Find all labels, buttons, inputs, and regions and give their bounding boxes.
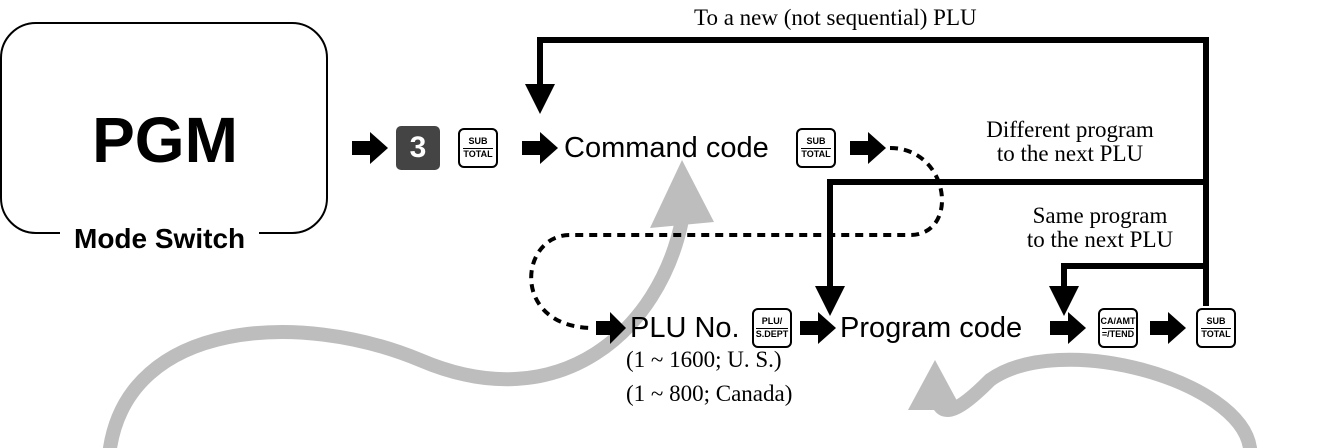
range-us: (1 ~ 1600; U. S.) [626,347,782,372]
loop-lines [525,37,1209,316]
block-arrow-1 [352,132,388,164]
ca-amt-tend-key: CA/AMT =/TEND [1098,308,1138,348]
same-program-line2: to the next PLU [1026,227,1174,252]
keycap-top: SUB [806,136,826,146]
block-arrow-2 [522,132,558,164]
keycap-top: PLU/ [761,316,783,326]
keycap-bottom: TOTAL [801,147,831,159]
keycap-bottom: S.DEPT [755,327,789,339]
plu-sdept-key: PLU/ S.DEPT [752,308,792,348]
mode-switch-label: Mode Switch [60,222,260,256]
different-program-line1: Different program [986,117,1154,142]
same-program-line1: Same program [1032,203,1168,228]
block-arrow-7 [1150,312,1186,344]
block-arrows [352,132,1186,344]
block-arrow-4 [596,312,626,344]
callout-arrowhead-program [908,360,962,410]
block-arrow-3 [850,132,886,164]
loop-same-program [1049,263,1206,316]
callout-arrowhead-command [650,160,714,228]
mode-switch-box [0,22,328,234]
keycap-bottom: TOTAL [463,147,493,159]
keycap-top: SUB [1206,316,1226,326]
same-program-label: Same program to the next PLU [990,204,1210,252]
block-arrow-5 [800,312,836,344]
loop-new-plu [525,37,1209,306]
subtotal-key: SUB TOTAL [458,128,498,168]
different-program-line2: to the next PLU [996,141,1144,166]
range-canada: (1 ~ 800; Canada) [626,381,793,406]
block-arrow-6 [1050,312,1086,344]
subtotal-key-3: SUB TOTAL [1196,308,1236,348]
loop-different-program [815,179,1206,316]
new-plu-loop-label: To a new (not sequential) PLU [694,5,977,30]
different-program-label: Different program to the next PLU [930,118,1210,166]
number-key-3: 3 [396,126,440,170]
command-code-label: Command code [564,132,769,164]
plu-no-label: PLU No. [630,312,740,344]
keycap-top: SUB [468,136,488,146]
keycap-bottom: =/TEND [1101,327,1135,339]
program-code-label: Program code [840,312,1023,344]
keycap-bottom: TOTAL [1201,327,1231,339]
mode-title: PGM [92,104,238,176]
dotted-continuation [529,146,944,330]
subtotal-key-2: SUB TOTAL [796,128,836,168]
keycap-top: CA/AMT [1100,316,1136,326]
